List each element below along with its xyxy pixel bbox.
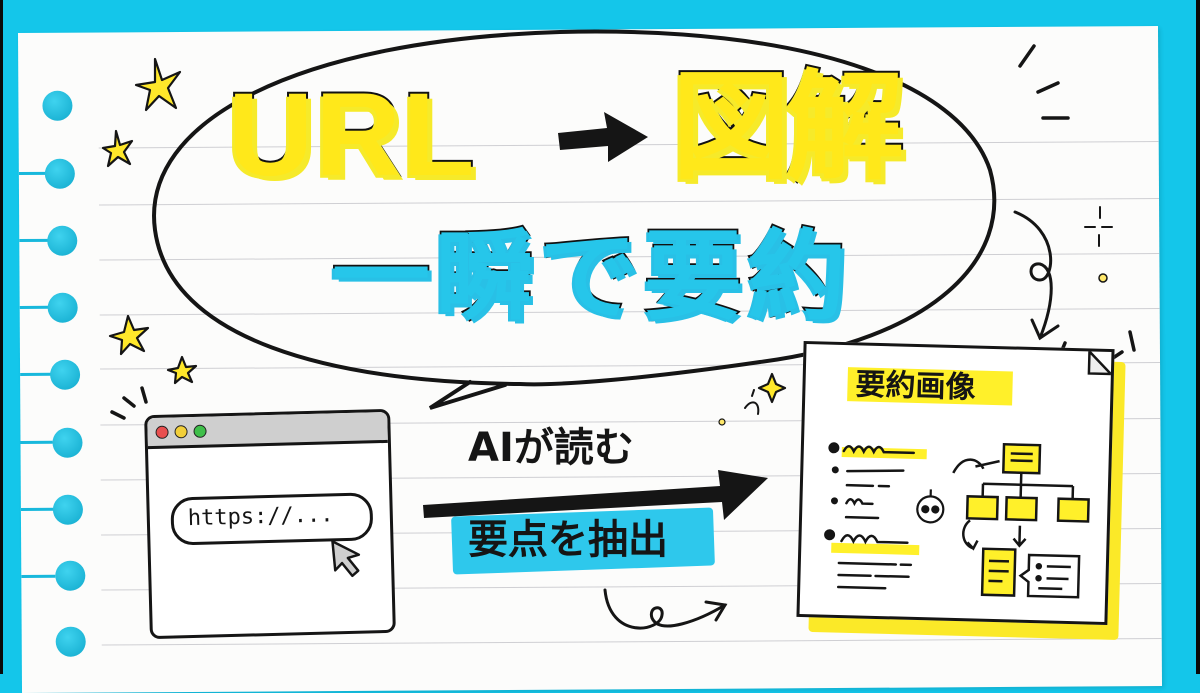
star-icon (110, 316, 148, 354)
browser-window: https://... (144, 409, 396, 639)
mouse-pointer-icon (328, 536, 369, 581)
title-url: URL (228, 76, 477, 194)
curly-arrow-icon (1015, 212, 1058, 338)
burst-mark (112, 412, 124, 418)
speech-bubble-tail (430, 382, 505, 408)
title-summary: 一瞬で要約 (332, 222, 852, 332)
burst-mark (142, 388, 146, 402)
burst-mark (1020, 46, 1034, 66)
close-dot-icon[interactable] (155, 426, 168, 439)
minimize-dot-icon[interactable] (174, 425, 187, 438)
burst-mark (124, 398, 134, 406)
robot-icon (917, 489, 944, 523)
star-icon (103, 131, 132, 166)
sparkle-icon (759, 374, 785, 402)
speech-bubble-icon (1020, 555, 1079, 598)
url-value: https://... (188, 502, 334, 531)
document-icon (962, 520, 1016, 595)
title-arrow (558, 112, 648, 162)
browser-titlebar (147, 412, 388, 449)
star-icon (136, 59, 180, 110)
maximize-dot-icon[interactable] (193, 425, 206, 438)
title-diagram: 図解 (672, 62, 900, 192)
curly-arrow-icon (605, 590, 725, 628)
folded-corner (1089, 351, 1112, 374)
dot-decoration (1099, 274, 1107, 282)
star-icon (168, 357, 196, 383)
burst-mark (1130, 332, 1134, 350)
extract-points-label: 要点を抽出 (468, 512, 668, 568)
burst-mark (1038, 83, 1058, 92)
org-chart-icon (951, 443, 1090, 548)
ai-reads-label: AIが読む (468, 425, 634, 471)
summary-image-card: 要約画像 (796, 341, 1114, 625)
bullet-list-icon (823, 443, 927, 590)
summary-card-title: 要約画像 (855, 359, 976, 406)
